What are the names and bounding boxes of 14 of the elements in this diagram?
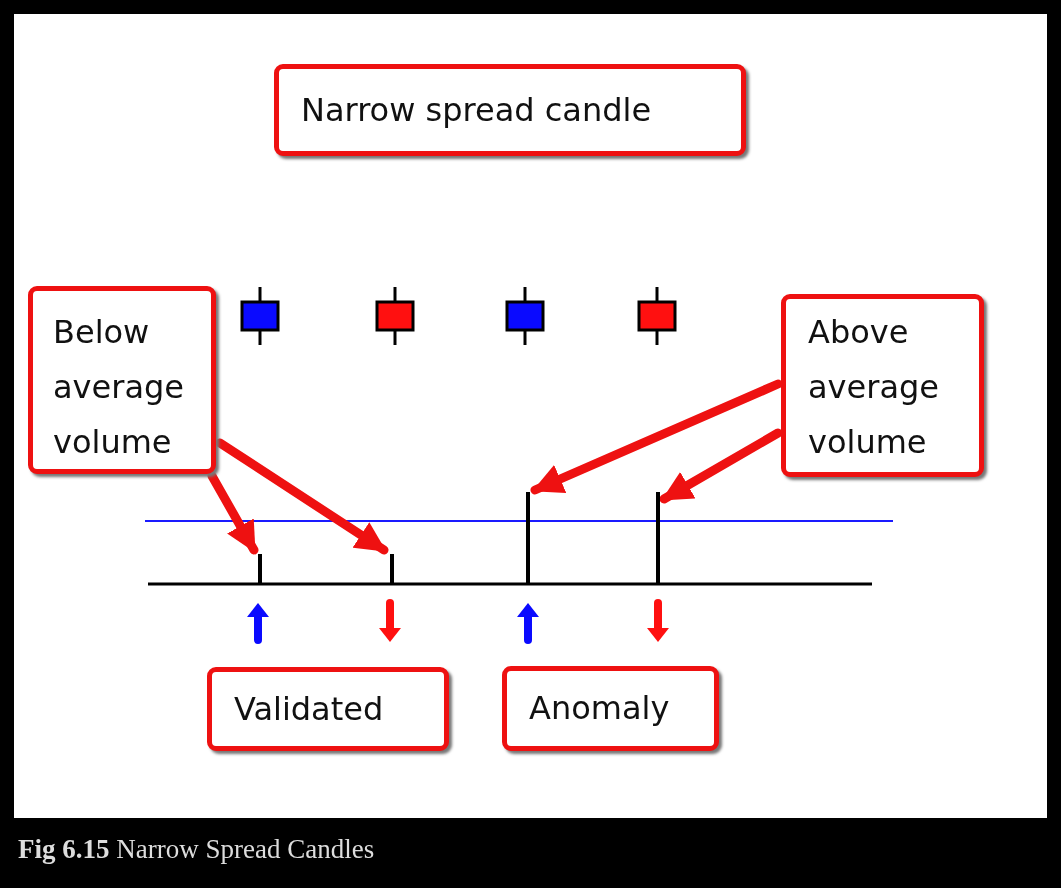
volume-bar <box>526 492 530 584</box>
callout-box: Narrow spread candle <box>274 64 746 156</box>
volume-bar <box>390 554 394 584</box>
figure-caption: Fig 6.15 Narrow Spread Candles <box>18 834 375 865</box>
arrow <box>530 379 783 495</box>
callout-box: Above average volume <box>781 294 984 477</box>
callout-box: Below average volume <box>28 286 216 474</box>
volume-bar <box>656 492 660 584</box>
arrow <box>207 471 259 555</box>
arrow <box>215 438 389 555</box>
callout-box: Anomaly <box>502 666 719 751</box>
volume-bar <box>258 554 262 584</box>
callout-box: Validated <box>207 667 449 751</box>
arrow <box>659 428 783 504</box>
